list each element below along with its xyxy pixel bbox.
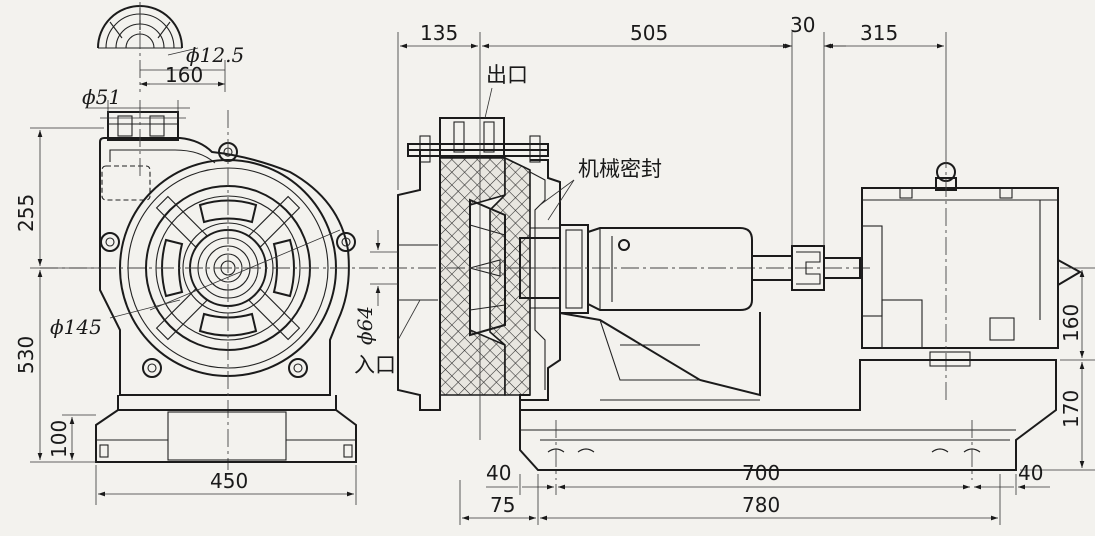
label-mechanical-seal: 机械密封	[578, 157, 662, 181]
dim-75: 75	[490, 493, 515, 517]
dim-160-right: 160	[1059, 304, 1083, 342]
dim-160-top: 160	[165, 63, 203, 87]
dim-700: 700	[742, 461, 780, 485]
callout-labels: 出口 机械密封 入口	[354, 63, 662, 377]
side-view-base	[519, 359, 1057, 480]
label-outlet: 出口	[486, 63, 528, 87]
label-inlet: 入口	[354, 353, 396, 377]
outlet-flange-end	[100, 111, 186, 141]
bearing-housing	[360, 224, 870, 314]
dim-780: 780	[742, 493, 780, 517]
support-bracket	[559, 312, 761, 401]
dim-315: 315	[860, 21, 898, 45]
dim-40-right: 40	[1018, 461, 1043, 485]
dim-phi-51: ϕ51	[82, 85, 121, 109]
dim-phi-12-5: ϕ12.5	[186, 43, 244, 67]
motor	[861, 150, 1083, 400]
dim-40-left: 40	[486, 461, 511, 485]
dim-170: 170	[1059, 390, 1083, 428]
pump-casing-section	[397, 117, 561, 411]
dimension-labels: ϕ12.5 160 ϕ51 255 530 ϕ145 100 450 135 5…	[14, 13, 1083, 517]
end-view-base	[95, 395, 357, 463]
dim-450: 450	[210, 469, 248, 493]
dim-135: 135	[420, 21, 458, 45]
dim-phi-145: ϕ145	[50, 315, 102, 339]
side-view	[360, 32, 1095, 525]
dim-phi-64: ϕ64	[353, 306, 377, 345]
end-view	[30, 2, 375, 505]
pump-housing-outline	[99, 137, 350, 396]
dim-530: 530	[14, 336, 38, 374]
dim-100: 100	[47, 420, 71, 458]
fan-detail	[97, 2, 226, 92]
dim-505: 505	[630, 21, 668, 45]
dim-255: 255	[14, 194, 38, 232]
dim-30: 30	[790, 13, 815, 37]
